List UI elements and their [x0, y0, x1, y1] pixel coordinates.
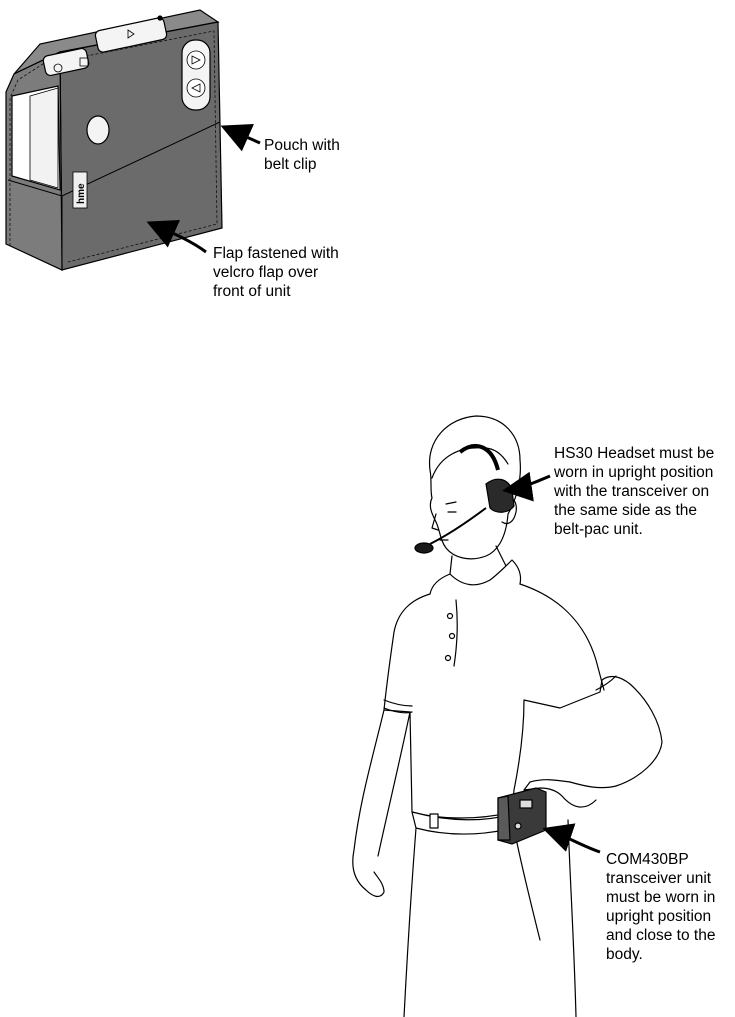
pants-right — [568, 820, 576, 1017]
callout-line: belt-pac unit. — [554, 520, 714, 539]
belt-pack-pouch: hme — [6, 10, 222, 270]
com430bp-unit — [498, 788, 546, 844]
volume-buttons — [182, 40, 210, 110]
callout-line: COM430BP — [606, 850, 715, 869]
callout-line: upright position — [606, 907, 715, 926]
pouch-arrow — [226, 128, 260, 143]
callout-line: velcro flap over — [213, 263, 339, 282]
transceiver-arrow — [548, 830, 600, 852]
flap-callout: Flap fastened with velcro flap over fron… — [213, 244, 339, 301]
callout-line: HS30 Headset must be — [554, 444, 714, 463]
callout-line: transceiver unit — [606, 869, 715, 888]
callout-line: and close to the — [606, 926, 715, 945]
pants-left — [404, 828, 416, 1017]
pouch-callout: Pouch with belt clip — [264, 136, 340, 174]
callout-line: with the transceiver on — [554, 482, 714, 501]
callout-line: Flap fastened with — [213, 244, 339, 263]
transceiver-callout: COM430BP transceiver unit must be worn i… — [606, 850, 715, 964]
callout-line: front of unit — [213, 282, 339, 301]
shirt — [384, 594, 662, 818]
mic-head — [415, 543, 433, 553]
callout-line: body. — [606, 945, 715, 964]
callout-line: worn in upright position — [554, 463, 714, 482]
headset-callout: HS30 Headset must be worn in upright pos… — [554, 444, 714, 539]
callout-line: the same side as the — [554, 501, 714, 520]
device-logo: hme — [76, 183, 87, 204]
callout-line: Pouch with — [264, 136, 340, 155]
callout-line: belt clip — [264, 155, 340, 174]
headset-jack — [87, 116, 109, 144]
callout-line: must be worn in — [606, 888, 715, 907]
